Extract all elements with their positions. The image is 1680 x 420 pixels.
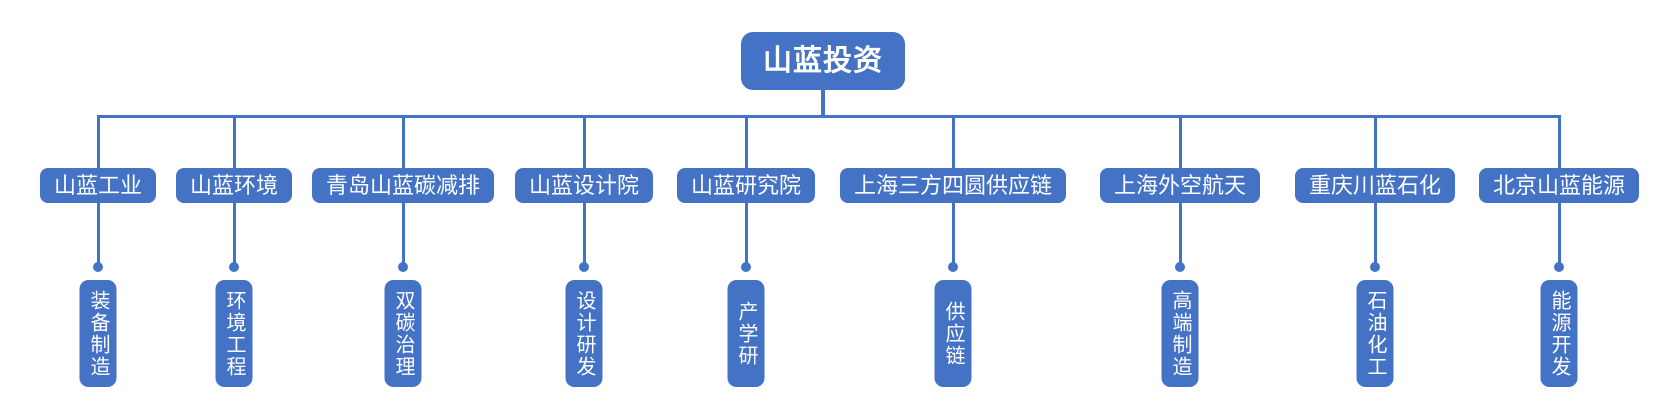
business-tag-label: 环境工程 bbox=[223, 289, 245, 378]
company-node: 青岛山蓝碳减排 bbox=[311, 168, 495, 203]
connector-dot bbox=[229, 262, 239, 272]
business-tag-label: 装备制造 bbox=[87, 289, 109, 378]
business-tag: 装备制造 bbox=[79, 280, 117, 387]
business-tag-label: 高端制造 bbox=[1169, 289, 1191, 378]
company-node: 山蓝工业 bbox=[39, 168, 157, 203]
company-node: 山蓝环境 bbox=[175, 168, 293, 203]
company-node: 山蓝研究院 bbox=[676, 168, 816, 203]
connector-dot bbox=[948, 262, 958, 272]
business-tag: 产学研 bbox=[727, 280, 765, 387]
business-tag: 高端制造 bbox=[1161, 280, 1199, 387]
business-tag: 双碳治理 bbox=[384, 280, 422, 387]
business-tag-label: 产学研 bbox=[735, 300, 757, 367]
business-tag-label: 能源开发 bbox=[1548, 289, 1570, 378]
business-tag: 环境工程 bbox=[215, 280, 253, 387]
connector-dot bbox=[579, 262, 589, 272]
root-connector-line bbox=[821, 89, 825, 117]
root-node: 山蓝投资 bbox=[740, 32, 906, 90]
business-tag-label: 双碳治理 bbox=[392, 289, 414, 378]
business-tag-label: 供应链 bbox=[942, 300, 964, 367]
company-node: 重庆川蓝石化 bbox=[1294, 168, 1456, 203]
connector-dot bbox=[1175, 262, 1185, 272]
company-node: 山蓝设计院 bbox=[514, 168, 654, 203]
connector-dot bbox=[1554, 262, 1564, 272]
connector-dot bbox=[398, 262, 408, 272]
business-tag-label: 石油化工 bbox=[1364, 289, 1386, 378]
connector-dot bbox=[741, 262, 751, 272]
business-tag: 供应链 bbox=[934, 280, 972, 387]
connector-bus-line bbox=[98, 115, 1560, 118]
company-node: 上海三方四圆供应链 bbox=[839, 168, 1067, 203]
connector-dot bbox=[93, 262, 103, 272]
company-node: 上海外空航天 bbox=[1099, 168, 1261, 203]
business-tag-label: 设计研发 bbox=[573, 289, 595, 378]
business-tag: 能源开发 bbox=[1540, 280, 1578, 387]
company-node: 北京山蓝能源 bbox=[1478, 168, 1640, 203]
business-tag: 石油化工 bbox=[1356, 280, 1394, 387]
business-tag: 设计研发 bbox=[565, 280, 603, 387]
connector-dot bbox=[1370, 262, 1380, 272]
